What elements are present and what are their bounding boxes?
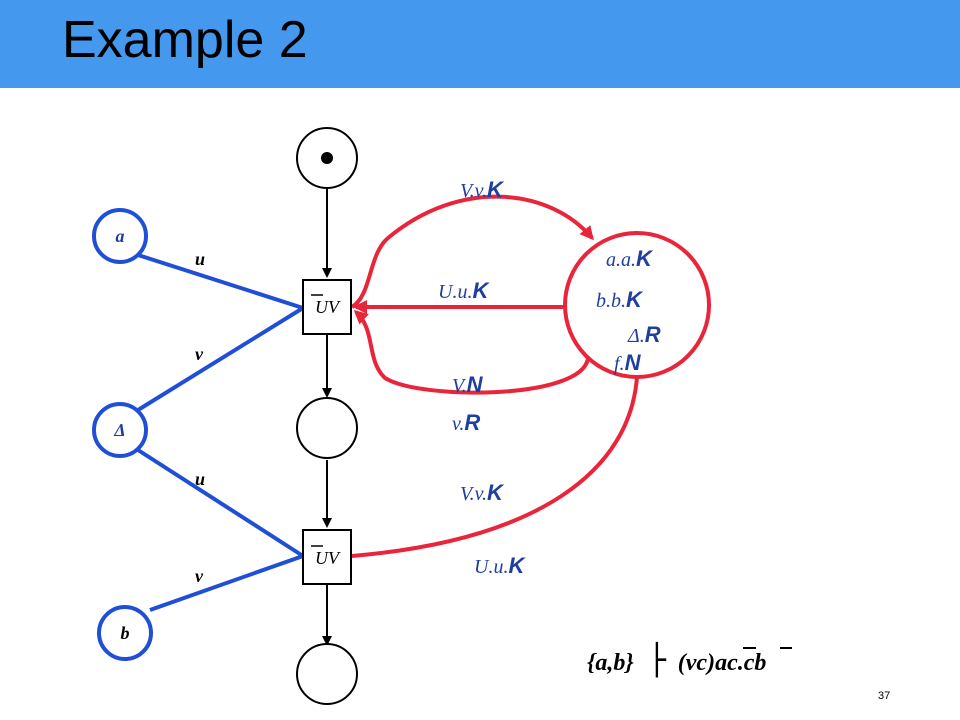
agent-label-dr: Δ.R	[627, 322, 661, 347]
transition-top-label: UV	[315, 297, 341, 317]
agent-a	[92, 208, 148, 264]
place-middle	[296, 397, 358, 459]
red-arc-top	[350, 194, 594, 309]
agent-b	[97, 605, 153, 661]
arc-label-vn: V.N	[452, 372, 484, 397]
formula-turnstile: ├	[648, 641, 667, 678]
transition-top	[302, 279, 352, 335]
arc-label-vv-top: V.v.K	[460, 177, 505, 202]
transition-bottom	[302, 529, 352, 585]
token-dot	[321, 152, 333, 164]
page-number: 37	[878, 690, 891, 702]
formula-b: b	[754, 650, 766, 676]
agent-delta	[92, 402, 148, 458]
arc-label-uu-mid: U.u.K	[438, 278, 490, 303]
agent-delta-label: Δ	[113, 420, 125, 440]
svg-text:{a,b} ├ (vc)ac.cb: {a,b} ├ (vc)ac.cb	[587, 641, 766, 678]
edge-label-v-top: v	[195, 344, 204, 364]
slide-title: Example 2	[62, 11, 308, 69]
agent-a-label: a	[116, 226, 125, 246]
formula-c1: c.	[727, 650, 744, 676]
edge-label-v-bottom: v	[195, 566, 204, 586]
edge-b-bottom-transition	[149, 554, 304, 612]
red-agent	[563, 231, 711, 379]
red-arc-bottom	[351, 376, 639, 558]
edge-delta-bottom-transition	[136, 448, 305, 558]
place-bottom	[296, 643, 358, 705]
agent-b-label: b	[121, 623, 130, 643]
title-bar	[0, 0, 960, 88]
edge-delta-top-transition	[136, 306, 305, 412]
arc-label-vr: v.R	[452, 410, 480, 435]
edge-label-u-bottom: u	[195, 469, 205, 489]
agent-label-bb: b.b.K	[596, 287, 644, 312]
arc-label-uu-bottom: U.u.K	[474, 553, 526, 578]
edge-a-top-transition	[137, 253, 304, 310]
formula-c2: c	[744, 650, 755, 676]
transition-bottom-label: UV	[315, 548, 341, 568]
formula-a: a	[715, 650, 727, 676]
formula-left: {a,b}	[587, 650, 634, 676]
red-arc-lower	[353, 309, 590, 395]
agent-label-fn: f.N	[614, 350, 642, 375]
arc-label-vv-bottom: V.v.K	[460, 480, 505, 505]
formula: {a,b} ├ (vc)ac.cb	[587, 641, 792, 678]
edge-label-u-top: u	[195, 249, 205, 269]
agent-label-aa: a.a.K	[606, 246, 654, 271]
formula-right-pre: (vc)	[678, 650, 715, 676]
